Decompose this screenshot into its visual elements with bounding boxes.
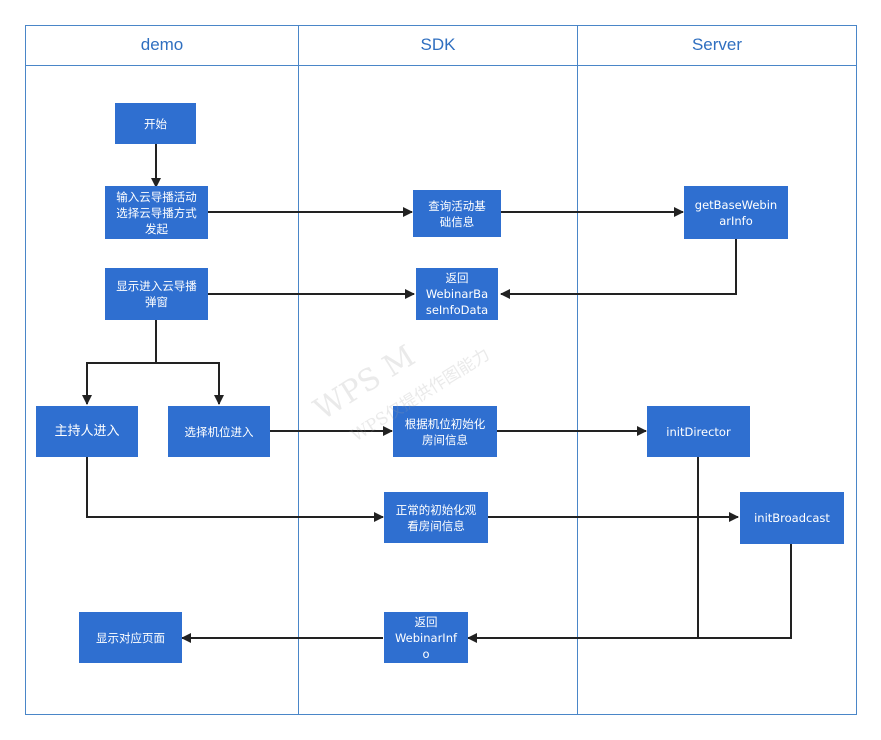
node-init-room-by-position[interactable]: 根据机位初始化 房间信息 (393, 406, 497, 457)
lane-header-sdk: SDK (298, 25, 578, 66)
node-return-base[interactable]: 返回 WebinarBa seInfoData (416, 268, 498, 320)
edge-director-to-return (467, 457, 699, 643)
node-show-popup[interactable]: 显示进入云导播 弹窗 (105, 268, 208, 320)
node-host-enter[interactable]: 主持人进入 (36, 406, 138, 457)
edge-popup-to-position (156, 362, 224, 405)
node-start[interactable]: 开始 (115, 103, 196, 144)
edge-host-to-normal (86, 457, 384, 522)
node-get-base[interactable]: getBaseWebin arInfo (684, 186, 788, 239)
node-init-director[interactable]: initDirector (647, 406, 750, 457)
edge-getbase-to-return (500, 239, 737, 299)
node-input-activity[interactable]: 输入云导播活动 选择云导播方式 发起 (105, 186, 208, 239)
edge-popup-split (82, 320, 157, 405)
lane-header-server: Server (577, 25, 857, 66)
lane-header-demo: demo (25, 25, 299, 66)
lane-server (577, 25, 857, 715)
node-position-enter[interactable]: 选择机位进入 (168, 406, 270, 457)
node-query-info[interactable]: 查询活动基 础信息 (413, 190, 501, 237)
edge-broadcast-to-return (698, 544, 792, 639)
node-normal-init[interactable]: 正常的初始化观 看房间信息 (384, 492, 488, 543)
node-show-page[interactable]: 显示对应页面 (79, 612, 182, 663)
node-init-broadcast[interactable]: initBroadcast (740, 492, 844, 544)
node-return-webinar[interactable]: 返回 WebinarInf o (384, 612, 468, 663)
